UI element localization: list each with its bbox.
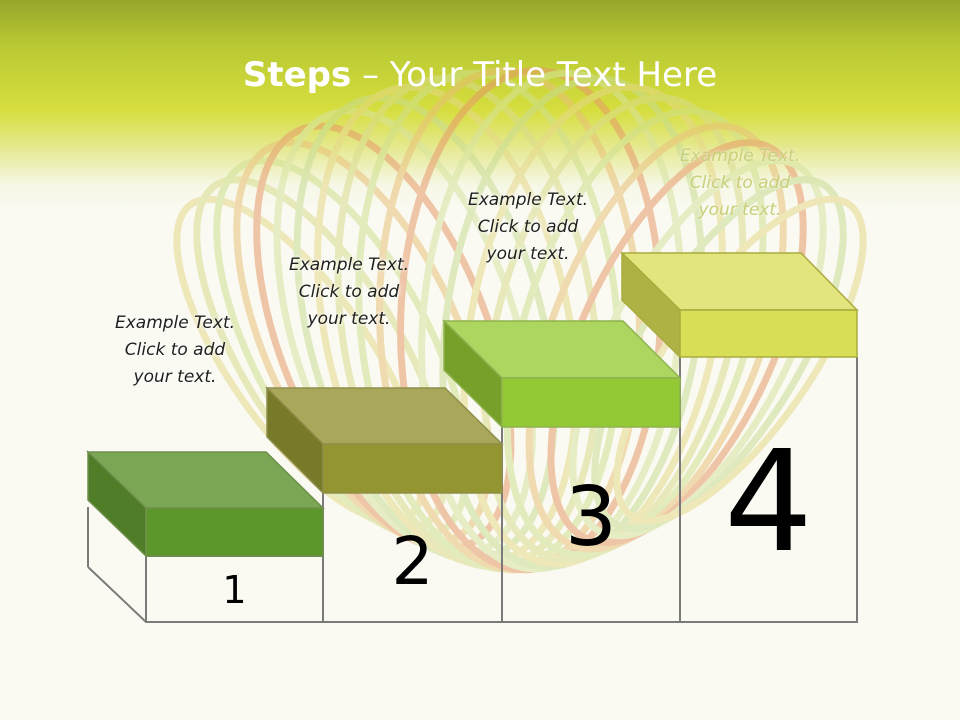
page-title[interactable]: Steps – Your Title Text Here	[0, 52, 960, 98]
step-3-caption-line-3: your text.	[486, 244, 570, 264]
step-2-caption-line-2: Click to add	[298, 282, 400, 302]
step-3-front	[501, 377, 681, 428]
header-band	[0, 0, 960, 210]
step-number-2: 2	[391, 523, 434, 600]
coil-ring	[525, 122, 787, 553]
coil-ring	[503, 107, 767, 559]
step-2-caption[interactable]: Example Text. Click to add your text.	[249, 252, 449, 333]
step-number-1: 1	[222, 568, 247, 612]
step-block-3[interactable]	[442, 319, 682, 429]
step-4-caption-line-1: Example Text.	[679, 146, 801, 166]
step-block-2[interactable]	[265, 386, 504, 495]
step-3-caption-line-2: Click to add	[477, 217, 579, 237]
step-4-caption-line-3: your text.	[698, 200, 782, 220]
title-bold: Steps	[242, 55, 352, 95]
step-4-caption-line-2: Click to add	[689, 173, 791, 193]
coil-ring	[547, 139, 807, 547]
step-2-front	[322, 443, 503, 494]
step-1-front	[145, 507, 324, 557]
step-block-4[interactable]	[620, 251, 859, 359]
step-4-caption[interactable]: Example Text. Click to add your text.	[640, 143, 840, 224]
step-block-1[interactable]	[86, 450, 325, 558]
step-1-caption-line-3: your text.	[133, 367, 217, 387]
step-1-caption[interactable]: Example Text. Click to add your text.	[75, 310, 275, 391]
coil-ring	[482, 94, 747, 564]
coil-ring	[569, 157, 827, 540]
step-2-caption-line-3: your text.	[307, 309, 391, 329]
step-1-caption-line-2: Click to add	[124, 340, 226, 360]
step-2-caption-line-1: Example Text.	[288, 255, 410, 275]
step-4-front	[679, 309, 858, 358]
step-3-caption[interactable]: Example Text. Click to add your text.	[428, 187, 628, 268]
title-rest: – Your Title Text Here	[351, 55, 718, 95]
step-number-4: 4	[723, 421, 814, 584]
step-number-3: 3	[564, 470, 618, 565]
step-1-caption-line-1: Example Text.	[114, 313, 236, 333]
step-3-caption-line-1: Example Text.	[467, 190, 589, 210]
